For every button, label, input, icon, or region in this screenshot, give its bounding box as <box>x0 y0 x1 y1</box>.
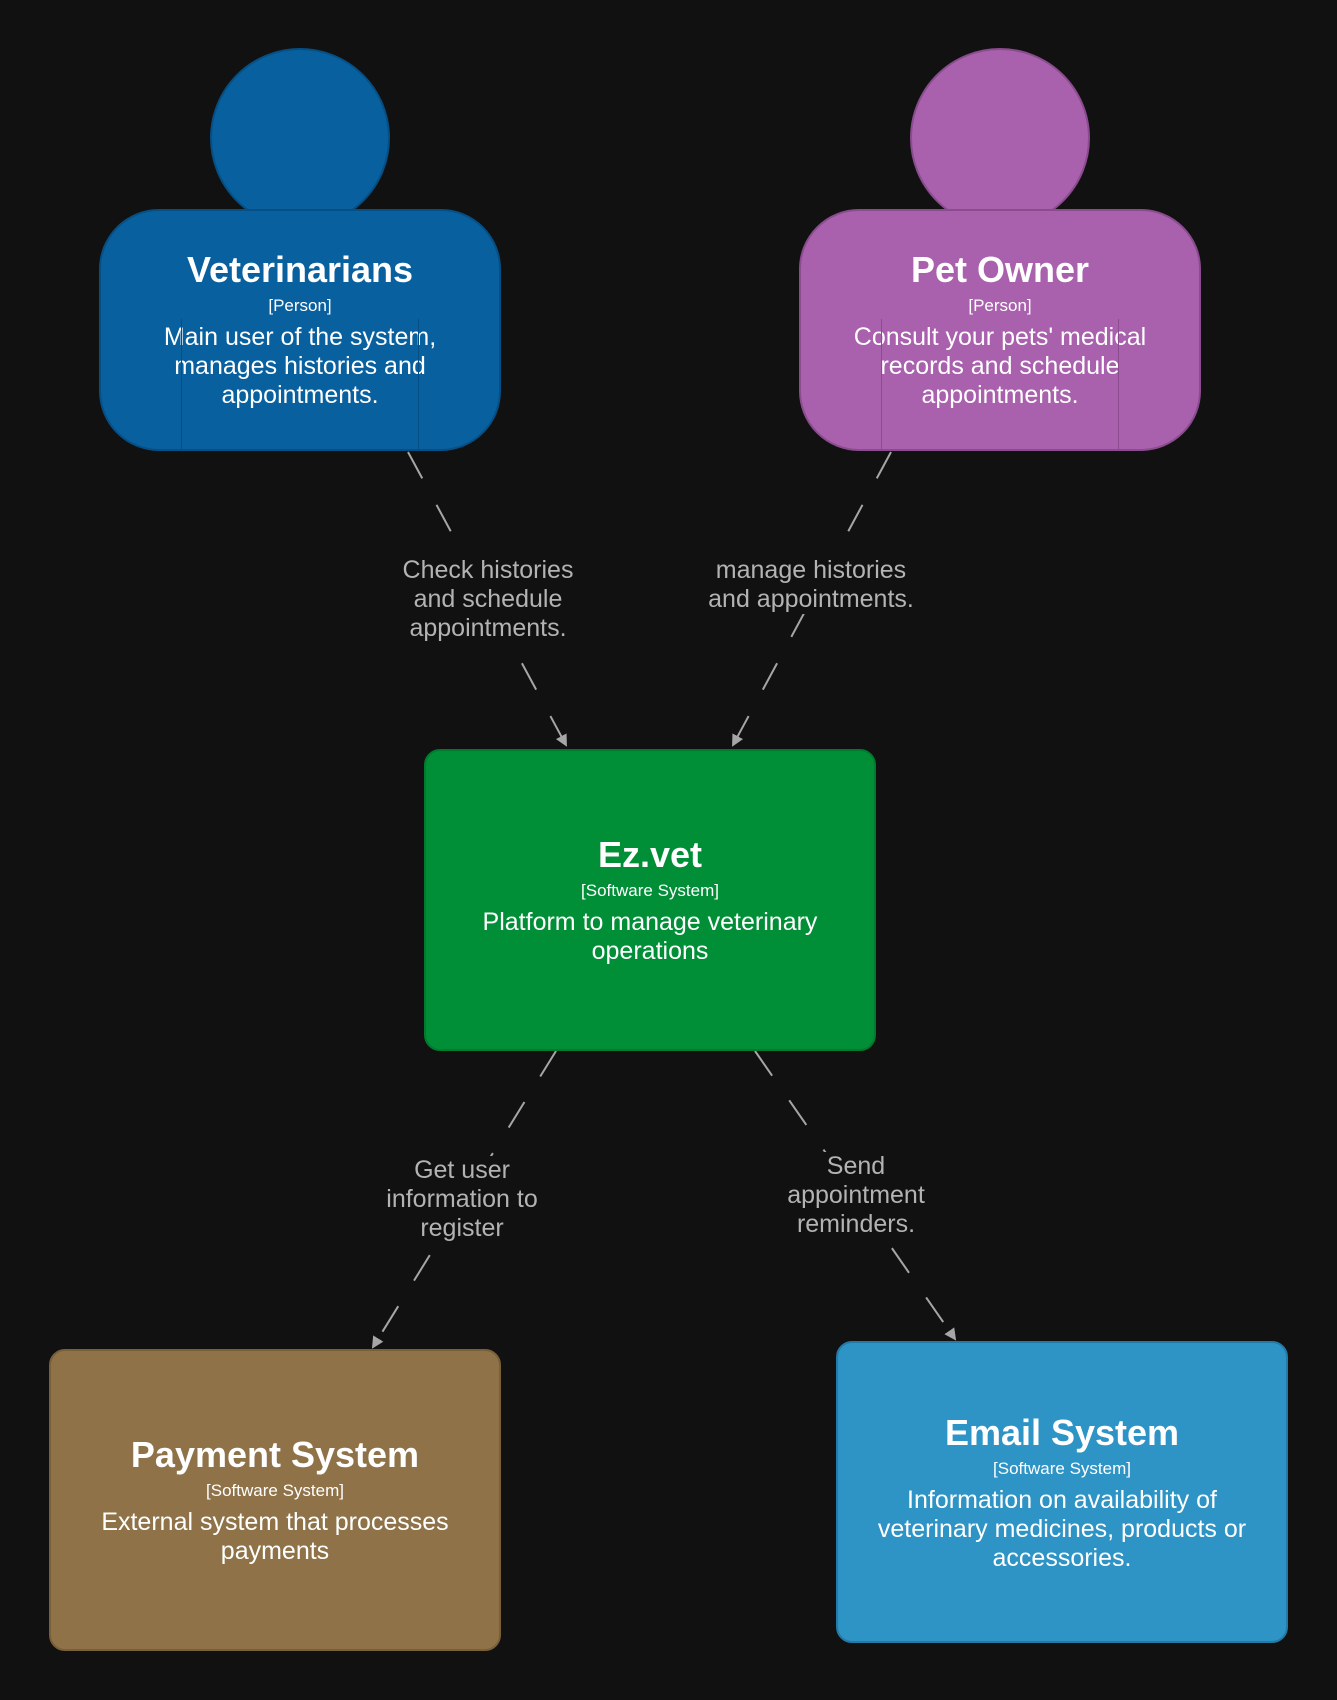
veterinarians-description: Main user of the system, manages histori… <box>163 323 437 409</box>
email-system-description: Information on availability of veterinar… <box>877 1485 1247 1572</box>
veterinarians-type: [Person] <box>268 296 332 315</box>
pet-owner-description: Consult your pets' medical records and s… <box>853 323 1147 409</box>
payment-system-type: [Software System] <box>206 1481 344 1500</box>
payment-system-title: Payment System <box>130 1434 420 1475</box>
ez-vet-system[interactable]: Ez.vet [Software System] Platform to man… <box>424 749 876 1051</box>
ez-vet-title: Ez.vet <box>597 834 703 875</box>
pet-owner-title: Pet Owner <box>910 249 1090 290</box>
veterinarians-head <box>210 48 390 228</box>
payment-system-description: External system that processes payments <box>101 1508 449 1565</box>
edge-label-check-histories: Check histories and schedule appointment… <box>393 556 583 643</box>
email-system[interactable]: Email System [Software System] Informati… <box>836 1341 1288 1643</box>
edge-label-get-user-information: Get user information to register <box>371 1156 553 1243</box>
ez-vet-description: Platform to manage veterinary operations <box>482 908 818 965</box>
email-system-title: Email System <box>944 1411 1180 1453</box>
pet-owner-type: [Person] <box>968 296 1032 315</box>
veterinarians-title: Veterinarians <box>186 249 414 290</box>
pet-owner-right-arm-line <box>1118 319 1119 449</box>
edge-label-manage-histories: manage histories and appointments. <box>706 556 916 614</box>
veterinarians-left-arm-line <box>181 319 182 449</box>
payment-system[interactable]: Payment System [Software System] Externa… <box>49 1349 501 1651</box>
pet-owner-head <box>910 48 1090 228</box>
pet-owner-left-arm-line <box>881 319 882 449</box>
email-system-type: [Software System] <box>993 1458 1131 1478</box>
pet-owner-person[interactable]: Pet Owner [Person] Consult your pets' me… <box>799 209 1201 451</box>
veterinarians-right-arm-line <box>418 319 419 449</box>
edge-label-send-reminders: Send appointment reminders. <box>770 1152 942 1239</box>
ez-vet-type: [Software System] <box>581 881 719 900</box>
veterinarians-person[interactable]: Veterinarians [Person] Main user of the … <box>99 209 501 451</box>
